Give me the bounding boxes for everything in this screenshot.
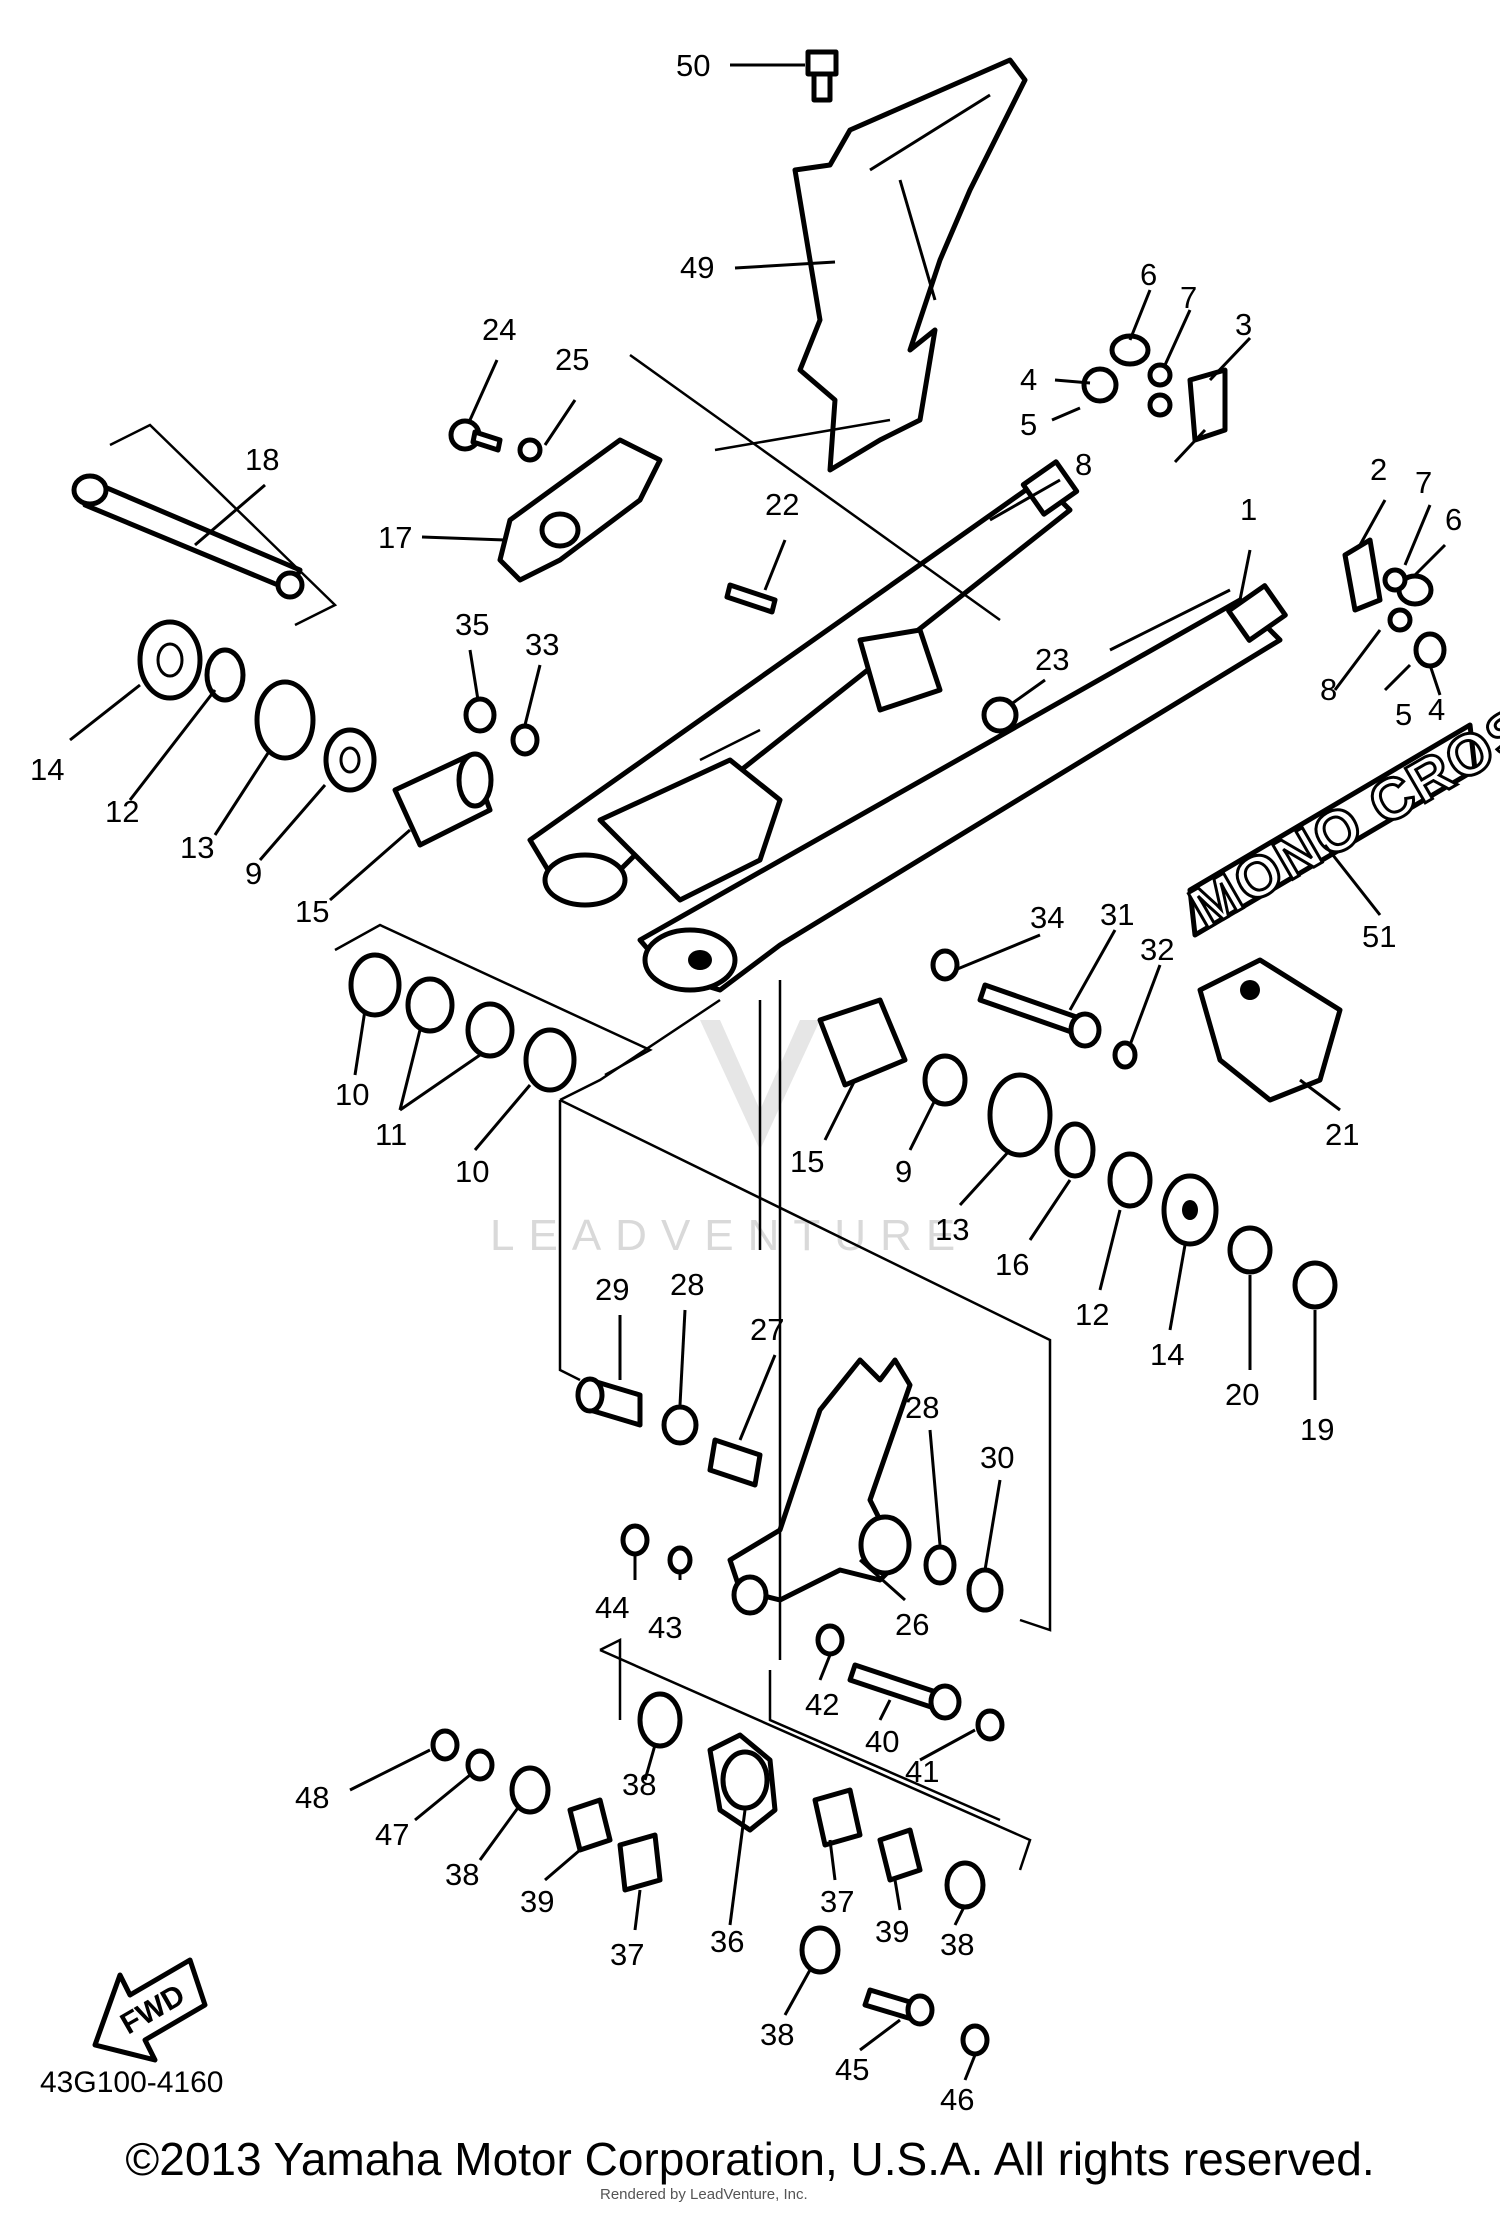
connecting-rod-36 [430,1691,990,2057]
callout: 47 [375,1817,409,1852]
callout: 45 [835,2052,869,2087]
callout: 29 [595,1272,629,1307]
callout: 26 [895,1607,929,1642]
pivot-shaft-18 [71,473,305,600]
callout: 5 [1020,407,1037,442]
callout: 51 [1362,919,1396,954]
callout: 7 [1180,280,1197,315]
callout: 9 [245,856,262,891]
chain-guard [792,57,1028,473]
callout: 9 [895,1154,912,1189]
callout: 6 [1140,257,1157,292]
callout: 37 [820,1884,854,1919]
watermark-text: LEADVENTURE [490,1211,969,1260]
callout: 32 [1140,932,1174,967]
callout: 50 [676,48,710,83]
callout: 18 [245,442,279,477]
bolt-31 [930,948,1138,1070]
callout: 38 [445,1857,479,1892]
relay-arm-26 [727,1357,913,1616]
leader-lines [69,63,1447,2081]
callout: 37 [610,1937,644,1972]
callout-labels: 50 49 6 7 3 4 5 8 24 25 18 17 22 1 2 7 6… [30,48,1462,2117]
callout: 34 [1030,900,1064,935]
callout: 46 [940,2082,974,2117]
callout: 44 [595,1590,629,1625]
watermark: LEADVENTURE [490,1020,969,1260]
callout: 38 [940,1927,974,1962]
callout: 19 [1300,1412,1334,1447]
callout: 8 [1075,447,1092,482]
bolt-50 [805,49,839,103]
callout: 1 [1240,492,1257,527]
callout: 38 [622,1767,656,1802]
small-fasteners [448,418,1019,757]
callout: 38 [760,2017,794,2052]
callout: 40 [865,1724,899,1759]
callout: 28 [905,1390,939,1425]
callout: 31 [1100,897,1134,932]
callout: 39 [520,1884,554,1919]
callout: 10 [455,1154,489,1189]
fwd-arrow: FWD [92,1957,208,2063]
callout: 39 [875,1914,909,1949]
callout: 42 [805,1687,839,1722]
swingarm [527,459,1288,993]
callout: 25 [555,342,589,377]
rendered-by-note: Rendered by LeadVenture, Inc. [600,2186,808,2203]
callout: 15 [790,1144,824,1179]
callout: 14 [1150,1337,1184,1372]
relay-fasteners [620,1523,1005,1742]
callout: 36 [710,1924,744,1959]
callout: 11 [375,1117,407,1152]
callout: 24 [482,312,516,347]
assembly-brackets [109,353,1052,1871]
callout: 30 [980,1440,1014,1475]
decal-text: MONO CROSS [1179,674,1500,942]
bracket-21 [1197,957,1343,1103]
callout: 13 [935,1212,969,1247]
callout: 4 [1428,692,1445,727]
callout: 10 [335,1077,369,1112]
callout: 8 [1320,672,1337,707]
callout: 17 [378,520,412,555]
callout: 23 [1035,642,1069,677]
callout: 12 [1075,1297,1109,1332]
chain-adjusters [1081,333,1447,669]
right-bearing-stack [817,997,1338,1310]
callout: 7 [1415,465,1432,500]
callout: 16 [995,1247,1029,1282]
callout: 22 [765,487,799,522]
callout: 15 [295,894,329,929]
callout: 33 [525,627,559,662]
callout: 49 [680,250,714,285]
chain-puller-17 [497,437,663,583]
callout: 28 [670,1267,704,1302]
callout: 43 [648,1610,682,1645]
callout: 13 [180,830,214,865]
left-bearing-stack [137,619,494,848]
callout: 27 [750,1312,784,1347]
callout: 3 [1235,307,1252,342]
part-code: 43G100-4160 [40,2066,224,2099]
callout: 48 [295,1780,329,1815]
callout: 21 [1325,1117,1359,1152]
pivot-bearings-10-11 [348,952,577,1093]
copyright-notice: ©2013 Yamaha Motor Corporation, U.S.A. A… [125,2133,1375,2185]
callout: 4 [1020,362,1037,397]
callout: 2 [1370,452,1387,487]
callout: 6 [1445,502,1462,537]
callout: 12 [105,794,139,829]
callout: 14 [30,752,64,787]
callout: 41 [905,1754,939,1789]
callout: 35 [455,607,489,642]
mono-cross-decal: MONO CROSS [1178,672,1500,943]
callout: 20 [1225,1377,1259,1412]
callout: 5 [1395,697,1412,732]
